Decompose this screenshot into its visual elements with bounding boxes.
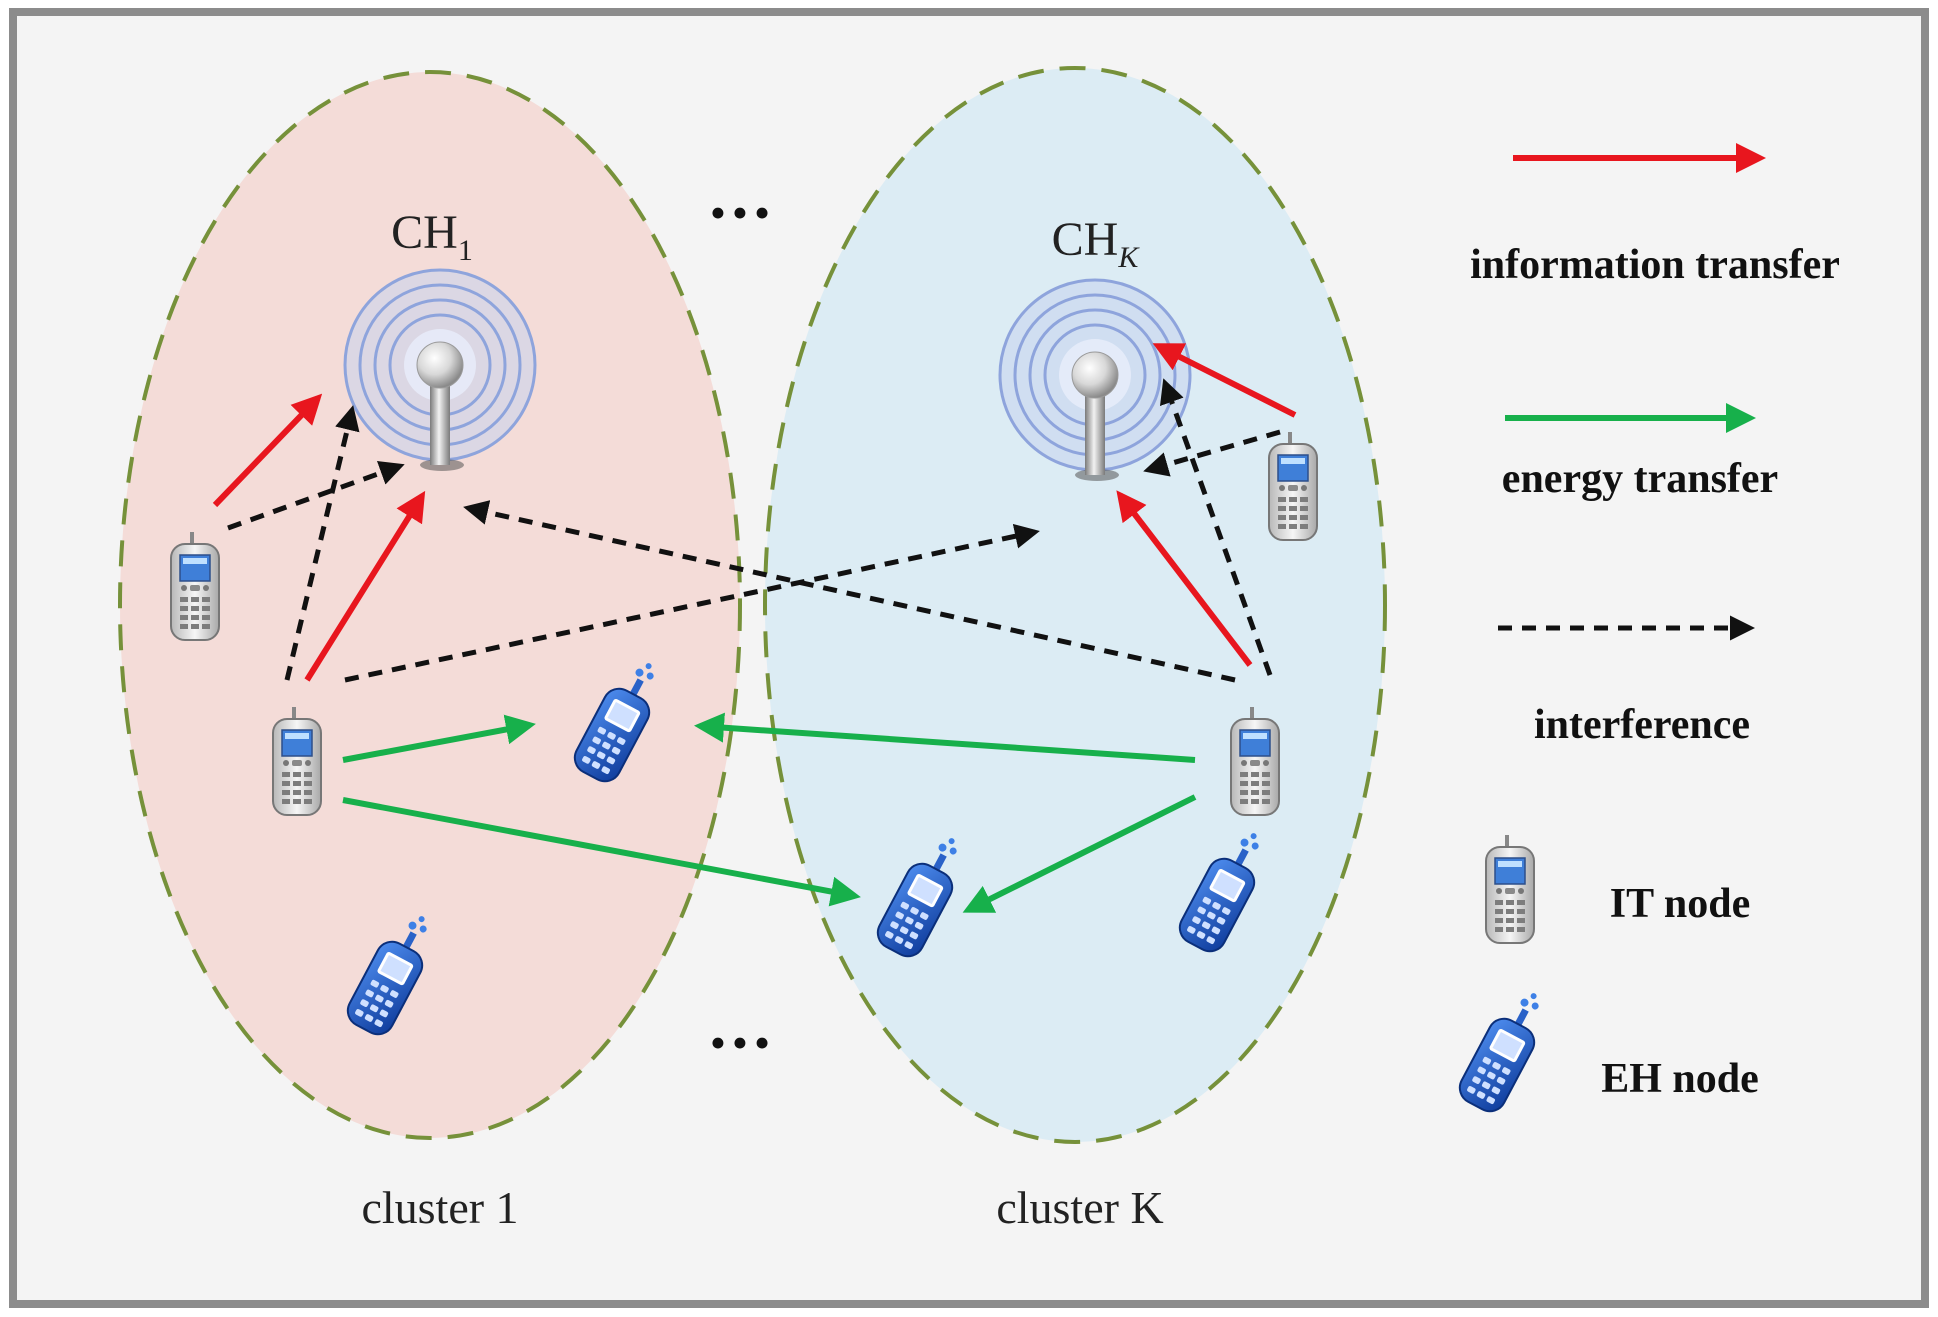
legend-energy-transfer-label: energy transfer <box>1502 456 1778 502</box>
cluster-head-k-label: CHK <box>1052 213 1141 274</box>
it-node-phone-icon <box>272 706 322 816</box>
interference-arrow <box>1160 378 1273 676</box>
cluster-1-label: cluster 1 <box>361 1182 518 1233</box>
energy-transfer-arrows <box>342 712 1197 913</box>
ellipsis-top: ••• <box>710 187 776 238</box>
info-arrow <box>1152 343 1297 418</box>
interference-arrow <box>227 461 405 531</box>
interference-arrow <box>344 523 1040 683</box>
legend-eh-node-label: EH node <box>1601 1056 1759 1102</box>
energy-arrow <box>342 797 861 907</box>
info-arrow <box>304 490 426 682</box>
legend-information-transfer-label: information transfer <box>1470 242 1840 288</box>
energy-arrow <box>694 712 1196 763</box>
legend-it-phone-icon <box>1485 834 1535 944</box>
it-node-phone-icon <box>1268 431 1318 541</box>
energy-arrow <box>962 794 1197 913</box>
cluster-head-1-label: CH1 <box>391 206 473 267</box>
cluster-1-region <box>118 70 742 1140</box>
legend-it-node-label: IT node <box>1610 881 1750 927</box>
information-transfer-arrows <box>212 343 1297 682</box>
legend-interference-label: interference <box>1534 702 1750 748</box>
interference-arrow <box>463 500 1236 683</box>
cluster-k-label: cluster K <box>996 1182 1163 1233</box>
info-arrow <box>1116 490 1253 667</box>
it-node-phone-icon <box>1230 706 1280 816</box>
ellipsis-bottom: ••• <box>710 1017 776 1068</box>
info-arrow <box>212 393 323 508</box>
energy-arrow <box>342 714 536 763</box>
interference-arrows <box>227 378 1281 683</box>
it-node-phone-icon <box>170 531 220 641</box>
legend: information transfer energy transfer int… <box>1453 143 1840 1118</box>
